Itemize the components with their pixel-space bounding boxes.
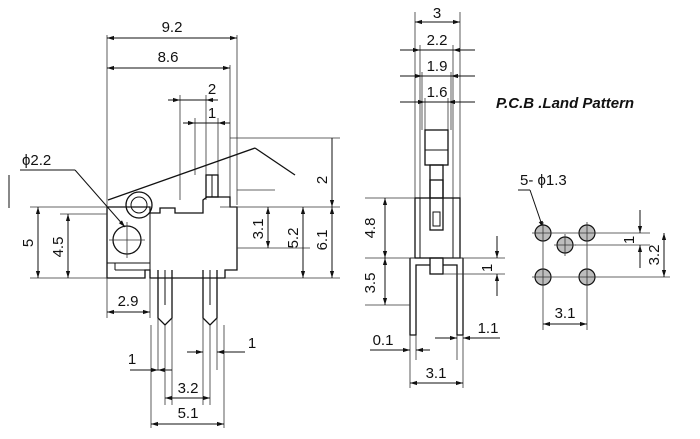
land-dim-3-2: 3.2 [646, 245, 663, 266]
side-dim-1-6: 1.6 [427, 84, 448, 101]
side-dim-1-9: 1.9 [427, 58, 448, 75]
dim-5: 5 [20, 239, 37, 247]
land-pattern-title: P.C.B .Land Pattern [496, 95, 634, 112]
side-dim-1-1: 1.1 [478, 320, 499, 337]
side-dim-1: 1 [479, 264, 496, 272]
dim-6-1: 6.1 [314, 230, 331, 251]
land-dim-1: 1 [621, 236, 638, 244]
dim-1-left: 1 [128, 351, 136, 368]
dim-5-1: 5.1 [178, 405, 199, 422]
land-dim-3-1: 3.1 [555, 305, 576, 322]
side-dim-3-1: 3.1 [426, 365, 447, 382]
side-dim-3: 3 [433, 5, 441, 22]
dim-2-top: 2 [208, 81, 216, 98]
side-dim-2-2: 2.2 [427, 32, 448, 49]
dim-1-right: 1 [248, 335, 256, 352]
dim-1-top: 1 [208, 105, 216, 122]
dim-5-2: 5.2 [285, 228, 302, 249]
side-view: 3 2.2 1.9 1.6 4.8 [362, 5, 505, 388]
dim-phi-2-2: ϕ2.2 [22, 152, 51, 169]
front-view: 9.2 8.6 2 1 ϕ2.2 [8, 19, 340, 428]
dim-9-2: 9.2 [162, 19, 183, 36]
land-dim-5-phi-1-3: 5- ϕ1.3 [520, 172, 567, 189]
dim-2-right: 2 [314, 176, 331, 184]
side-dim-4-8: 4.8 [362, 218, 379, 239]
side-dim-3-5: 3.5 [362, 273, 379, 294]
dim-3-2: 3.2 [178, 380, 199, 397]
dim-4-5: 4.5 [50, 237, 67, 258]
dim-8-6: 8.6 [158, 49, 179, 66]
pcb-land-pattern: P.C.B .Land Pattern 5- ϕ1.3 1 3.2 3.1 [496, 95, 670, 330]
side-dim-0-1: 0.1 [373, 332, 394, 349]
dim-3-1: 3.1 [250, 219, 267, 240]
dim-2-9: 2.9 [118, 293, 139, 310]
